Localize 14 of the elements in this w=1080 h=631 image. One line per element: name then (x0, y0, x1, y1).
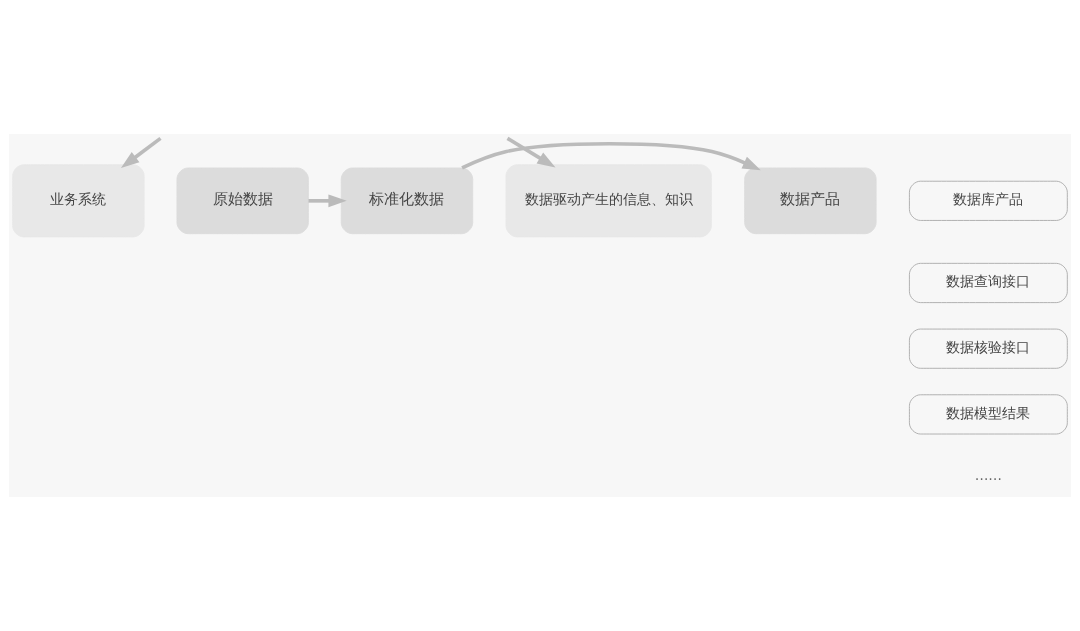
label: …… (974, 467, 1003, 484)
arrow (308, 194, 347, 208)
node-box: 数据查询接口 (908, 262, 1068, 304)
arrow (506, 136, 556, 168)
arrow (461, 141, 761, 171)
node-box: 数据驱动产生的信息、知识 (505, 164, 712, 238)
node-box: 数据库产品 (908, 180, 1068, 221)
arrow (120, 136, 162, 168)
node-box: 数据核验接口 (908, 328, 1068, 369)
node-box: 业务系统 (12, 164, 145, 238)
node-box: 数据模型结果 (908, 394, 1068, 435)
node-box: 数据产品 (744, 167, 877, 235)
node-box: 标准化数据 (340, 167, 474, 235)
node-box: 原始数据 (176, 167, 309, 235)
